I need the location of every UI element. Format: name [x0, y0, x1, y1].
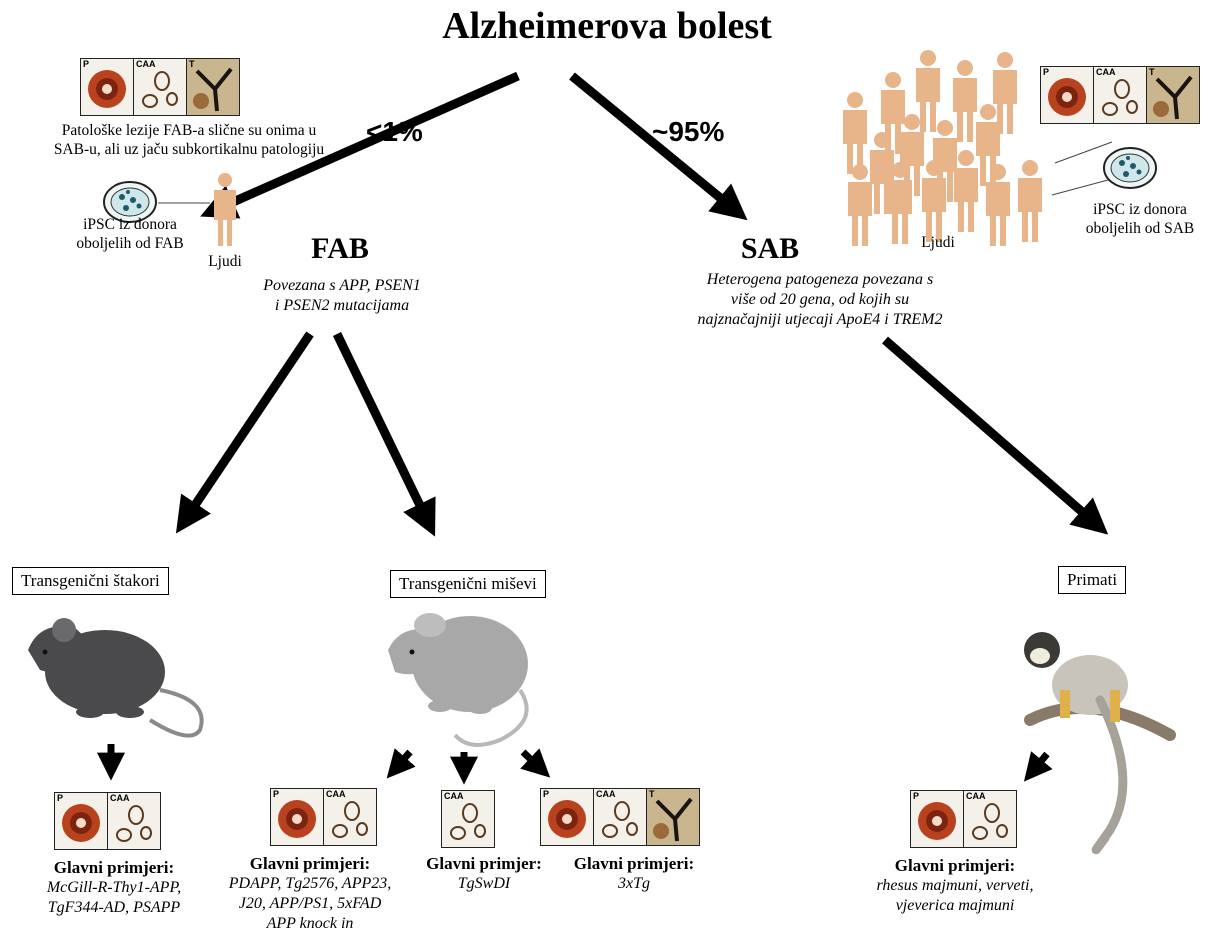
- plaque-cell: P: [1041, 67, 1094, 123]
- sab-description: Heterogena patogeneza povezana s više od…: [660, 270, 980, 330]
- caa-cell: CAA: [134, 59, 187, 115]
- mice-pathology-panel-3: P CAA T: [540, 788, 700, 846]
- mice-pathology-panel-1: P CAA: [270, 788, 377, 846]
- mice-pathology-panel-2: CAA: [441, 790, 495, 848]
- caa-label: CAA: [136, 59, 156, 69]
- primates-pathology-panel: P CAA: [910, 790, 1017, 848]
- fab-heading: FAB: [300, 232, 380, 266]
- tangle-cell: T: [187, 59, 239, 115]
- plaque-label: P: [83, 59, 89, 69]
- primates-examples: Glavni primjeri: rhesus majmuni, verveti…: [850, 856, 1060, 916]
- sab-people-label: Ljudi: [908, 233, 968, 252]
- arrow-mice-left: [395, 752, 410, 769]
- arrow-to-mice: [337, 334, 428, 522]
- sab-pathology-panel: P CAA T: [1040, 66, 1200, 124]
- mice-box: Transgenični miševi: [390, 570, 546, 598]
- tangle-cell: T: [647, 789, 699, 845]
- plaque-cell: P: [55, 793, 108, 849]
- rats-box: Transgenični štakori: [12, 567, 169, 595]
- caa-cell: CAA: [1094, 67, 1147, 123]
- mice-examples-3: Glavni primjeri: 3xTg: [564, 854, 704, 894]
- diagram-title: Alzheimerova bolest: [0, 4, 1214, 48]
- mice-examples-2: Glavni primjer: TgSwDI: [414, 854, 554, 894]
- tangle-cell: T: [1147, 67, 1199, 123]
- tangle-label: T: [189, 59, 195, 69]
- rats-pathology-panel: P CAA: [54, 792, 161, 850]
- plaque-cell: P: [81, 59, 134, 115]
- fab-people-label: Ljudi: [200, 252, 250, 271]
- arrow-to-primates: [885, 340, 1096, 524]
- caa-cell: CAA: [442, 791, 494, 847]
- rats-examples: Glavni primjeri: McGill-R-Thy1-APP, TgF3…: [16, 858, 212, 918]
- arrow-mice-right: [523, 752, 541, 769]
- arrow-to-rats: [185, 334, 310, 520]
- arrow-primate-down: [1032, 754, 1047, 772]
- fab-description: Povezana s APP, PSEN1 i PSEN2 mutacijama: [232, 276, 452, 316]
- fab-pathology-panel: P CAA T: [80, 58, 240, 116]
- fab-ipsc-label: iPSC iz donora oboljelih od FAB: [40, 215, 220, 253]
- plaque-cell: P: [271, 789, 324, 845]
- fab-lesion-note: Patološke lezije FAB-a slične su onima u…: [14, 121, 364, 159]
- sab-heading: SAB: [730, 232, 810, 266]
- caa-cell: CAA: [324, 789, 376, 845]
- plaque-cell: P: [541, 789, 594, 845]
- caa-cell: CAA: [594, 789, 647, 845]
- mice-examples-1: Glavni primjeri: PDAPP, Tg2576, APP23, J…: [210, 854, 410, 934]
- fab-percent: <1%: [366, 116, 423, 148]
- caa-cell: CAA: [964, 791, 1016, 847]
- sab-percent: ~95%: [652, 116, 724, 148]
- sab-ipsc-label: iPSC iz donora oboljelih od SAB: [1070, 200, 1210, 238]
- caa-cell: CAA: [108, 793, 160, 849]
- primates-box: Primati: [1058, 566, 1126, 594]
- plaque-cell: P: [911, 791, 964, 847]
